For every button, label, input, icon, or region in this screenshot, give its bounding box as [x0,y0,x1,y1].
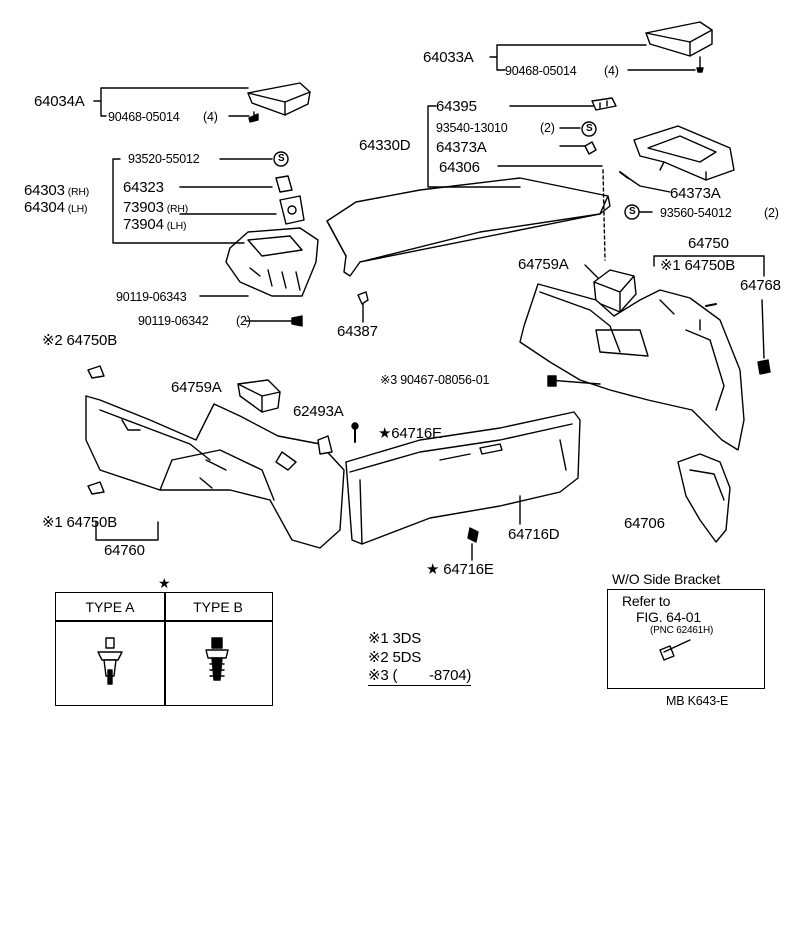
hinge-64395 [591,97,617,111]
label-73903: 73903(RH) [123,199,189,216]
leader-64750 [653,255,765,277]
label-64716e: ★ 64716E [426,561,494,578]
s-clip-icon [273,121,640,220]
label-73904: 73904(LH) [123,216,187,233]
cushion-64033a [645,21,713,73]
clip-64387 [357,291,369,305]
reference-box [607,589,765,689]
leader-64760 [95,521,159,541]
bolt-90467-head [547,375,557,387]
leader-64303 [112,158,297,322]
label-qty: (2) [764,206,779,220]
label-64034a: 64034A [34,93,85,110]
tether-line [602,169,606,261]
screw-64750b [705,303,717,307]
s-clip-letter: S [629,206,636,217]
table-divider [56,620,272,622]
screw-64716e-lower [467,527,479,543]
label-64323: 64323 [123,179,164,196]
clip-64373a [584,141,597,155]
footnote-1: ※1 3DS [368,630,422,647]
clip-64768 [757,359,771,375]
bolt-90119-06342 [291,315,303,327]
speaker-bracket-64303 [225,227,319,297]
clip-64750b-lower [87,481,105,495]
label-qty: (4) [604,64,619,78]
label-90468-05014: 90468-05014 [108,110,180,124]
back-panel-64716d [345,411,581,545]
pnc-reference: (PNC 62461H) [650,625,714,636]
screw-head [351,422,359,430]
package-tray-64330d [326,177,611,277]
leader-64759a-upper [584,264,599,279]
s-clip-letter: S [278,153,285,164]
label-64303: 64303(RH) [24,182,90,199]
label-62493a: 62493A [293,403,344,420]
label-93540-13010: 93540-13010 [436,121,508,135]
leader-64330d [427,105,603,188]
tray-bracket-right [619,125,735,213]
label-90119-06342: 90119-06342 [138,314,209,328]
label-64716d: 64716D [508,526,560,543]
label-64750: 64750 [688,235,729,252]
label-64395: 64395 [436,98,477,115]
cushion-64034a [247,82,311,123]
label-64716e: ★64716E [378,425,442,442]
latch-hole [287,205,297,215]
table-divider [164,593,166,705]
label-qty: (4) [203,110,218,124]
screw-62461h-icon [659,639,691,661]
label-93520-55012: 93520-55012 [128,152,200,166]
label-qty: (2) [236,314,251,328]
label-64330d: 64330D [359,137,411,154]
cover-64759a-upper [593,269,637,313]
label-90468-05014: 90468-05014 [505,64,577,78]
label-64759a: 64759A [171,379,222,396]
label-64387: 64387 [337,323,378,340]
label-93560-54012: 93560-54012 [660,206,732,220]
label-64759a: 64759A [518,256,569,273]
label-64373a: 64373A [670,185,721,202]
label-64706: 64706 [624,515,665,532]
clip-64750b-upper [87,365,105,379]
label-64750b: ※2 64750B [42,332,117,349]
label-64768: 64768 [740,277,781,294]
label-64306: 64306 [439,159,480,176]
leader-64034a [93,87,250,117]
label-64760: 64760 [104,542,145,559]
label-64304: 64304(LH) [24,199,88,216]
type-a-header: TYPE A [85,599,135,615]
leader-64768 [761,299,765,359]
cover-64706 [677,453,731,543]
label-90467-08056: ※3 90467-08056-01 [380,373,490,387]
figure-code: MB K643-E [666,694,729,708]
fig-reference: FIG. 64-01 [636,609,701,625]
type-b-clip-icon [205,637,229,681]
type-b-header: TYPE B [193,599,243,615]
type-a-clip-icon [97,637,123,685]
footnote-2: ※2 5DS [368,649,422,666]
label-90119-06343: 90119-06343 [116,290,187,304]
nut-64323 [275,175,293,193]
refer-to-text: Refer to [622,593,671,609]
cover-64759a-lower [237,379,281,413]
label-64750b: ※1 64750B [660,257,735,274]
leader-64033a [489,44,696,71]
clip-62493a [317,435,333,455]
label-qty: (2) [540,121,555,135]
latch-73903 [279,195,305,225]
footnote-3: ※3 ( -8704) [368,667,472,686]
label-64033a: 64033A [423,49,474,66]
star-marker: ★ [158,575,171,591]
label-64373a: 64373A [436,139,487,156]
clip-type-table: TYPE A TYPE B [55,592,273,706]
side-trim-left-64760 [85,395,345,549]
s-clip-letter: S [586,123,593,134]
side-trim-right-64750 [519,283,745,451]
side-note-heading: W/O Side Bracket [612,571,721,587]
label-64750b: ※1 64750B [42,514,117,531]
